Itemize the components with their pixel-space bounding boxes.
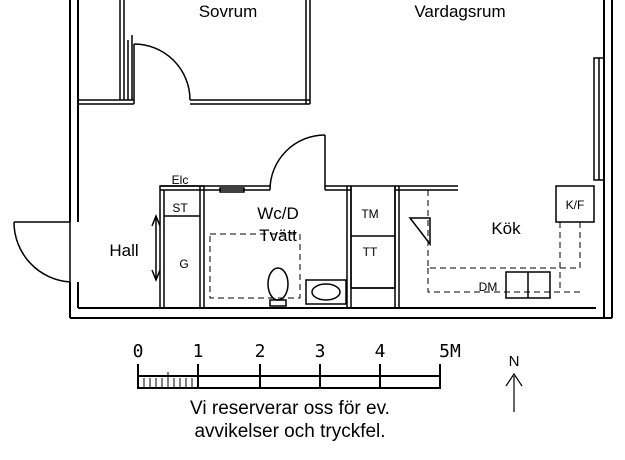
room-wc-line1: Wc/D <box>257 204 299 223</box>
label-kf: K/F <box>566 198 585 212</box>
scale-label-3: 3 <box>315 341 326 362</box>
scale-label-1: 1 <box>193 341 204 362</box>
label-g: G <box>179 257 188 271</box>
room-wc-line2: Tvätt <box>259 226 297 245</box>
disclaimer-line-1: Vi reserverar oss för ev. <box>190 398 390 419</box>
label-dm: DM <box>479 280 498 294</box>
dashed-lines <box>209 190 581 299</box>
scale-label-4: 4 <box>375 341 386 362</box>
disclaimer-line-2: avvikelser och tryckfel. <box>194 421 386 442</box>
north-label: N <box>509 353 520 370</box>
north-arrow-icon <box>505 372 523 412</box>
scale-label-5m: 5M <box>439 341 461 362</box>
label-tm: TM <box>361 207 378 221</box>
room-vardagsrum: Vardagsrum <box>414 2 505 21</box>
room-kok: Kök <box>491 219 521 238</box>
scale-label-0: 0 <box>133 341 144 362</box>
walls <box>13 0 613 319</box>
label-elc: Elc <box>172 173 189 187</box>
room-sovrum: Sovrum <box>199 2 258 21</box>
scale-bar <box>137 364 441 389</box>
scale-label-2: 2 <box>255 341 266 362</box>
room-hall: Hall <box>109 241 138 260</box>
label-tt: TT <box>363 245 378 259</box>
label-st: ST <box>172 201 188 215</box>
